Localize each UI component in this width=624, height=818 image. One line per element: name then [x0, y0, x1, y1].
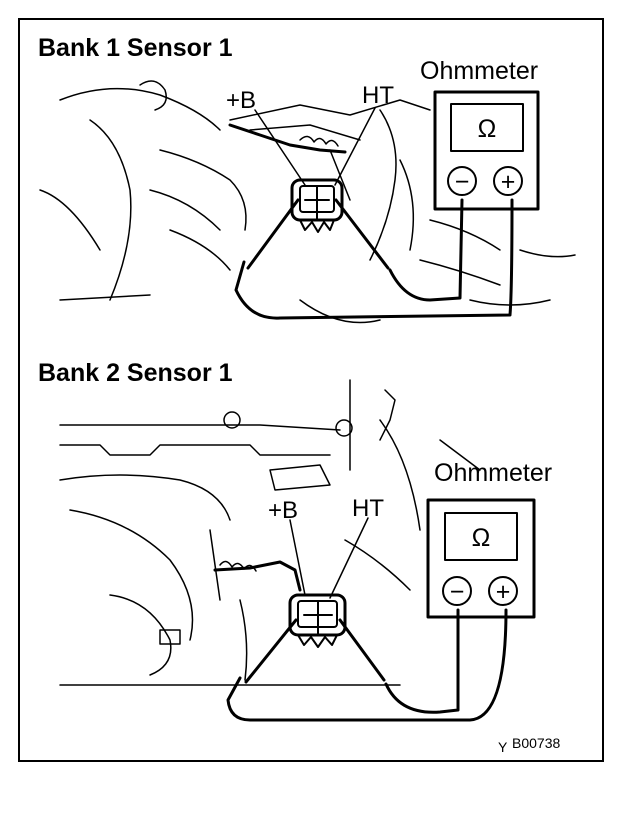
ohmmeter-label: Ohmmeter	[434, 459, 552, 487]
ohmmeter-bank2: Ohmmeter Ω − +	[426, 459, 552, 619]
panel-title: Bank 2 Sensor 1	[38, 359, 233, 387]
minus-terminal	[442, 576, 472, 606]
ohmmeter-bank1: Ohmmeter Ω − +	[420, 57, 540, 211]
terminal-b-label: +B	[268, 497, 298, 524]
figure-code: B00738	[512, 735, 560, 751]
ohm-symbol: Ω	[478, 115, 497, 143]
panel-title: Bank 1 Sensor 1	[38, 34, 233, 62]
minus-terminal	[447, 166, 477, 196]
ohmmeter-display	[450, 103, 524, 152]
engine-sketch	[59, 379, 481, 686]
plus-terminal	[493, 166, 523, 196]
terminal-ht-label: HT	[352, 495, 384, 522]
ohmmeter-label: Ohmmeter	[420, 57, 538, 85]
panel-bank2: Bank 2 Sensor 1	[38, 359, 552, 722]
plus-symbol: +	[501, 168, 516, 196]
terminal-b-label: +B	[226, 87, 256, 114]
minus-symbol: −	[455, 168, 470, 196]
ohmmeter-body	[433, 90, 540, 211]
diagram-frame	[18, 18, 604, 762]
plus-terminal	[488, 576, 518, 606]
plus-symbol: +	[496, 578, 511, 606]
ohm-symbol: Ω	[472, 524, 491, 552]
ohmmeter-display	[444, 512, 518, 561]
connector-bank1	[290, 178, 344, 233]
ohmmeter-body	[426, 498, 536, 619]
terminal-ht-label: HT	[362, 82, 394, 109]
connector-bank2	[288, 593, 347, 648]
panel-bank1: Bank 1 Sensor 1	[38, 34, 576, 324]
minus-symbol: −	[450, 578, 465, 606]
figure-prefix: Y	[498, 739, 508, 755]
